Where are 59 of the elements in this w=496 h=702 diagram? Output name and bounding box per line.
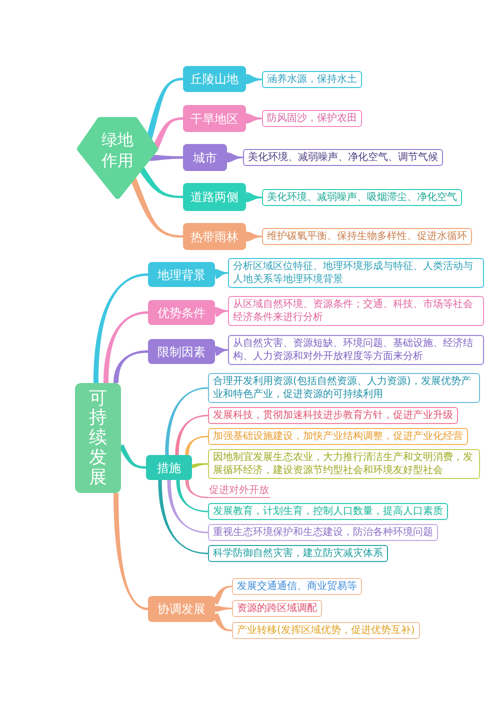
branch-connector	[118, 444, 146, 469]
detail-box: 加强基础设施建设，加快产业结构调整，促进产业化经营	[208, 428, 468, 445]
detail-box: 防风固沙，保护农田	[262, 110, 362, 127]
detail-box: 因地制宜发展生态农业，大力推行清洁生产和文明消费，发展循环经济，建设资源节约型社会和环境友好型社会	[208, 449, 480, 479]
topic-box: 热带雨林	[183, 223, 246, 250]
branch-connector	[152, 117, 183, 150]
detail-box: 产业转移(发挥区域优势，促进优势互补)	[232, 622, 420, 639]
branch-connector	[165, 387, 208, 455]
branch-connector	[212, 586, 232, 605]
detail-box: 合理开发利用资源(包括自然资源、人力资源)，发展优势产业和特色产业，促进资源的可持续利用	[208, 373, 480, 403]
topic-box: 措施	[146, 455, 192, 480]
topic-box: 优势条件	[148, 300, 215, 325]
branch-connector	[175, 414, 208, 455]
branch-connector	[185, 480, 208, 498]
topic-box: 协调发展	[148, 596, 215, 622]
hexagon-node: 绿地作用	[77, 117, 158, 199]
topic-box: 地理背景	[148, 262, 215, 287]
detail-box: 美化环境、减弱噪声、吸烟滞尘、净化空气	[262, 189, 462, 206]
detail-box: 资源的跨区域调配	[232, 600, 322, 617]
branch-connector	[167, 480, 208, 534]
branch-connector	[158, 480, 208, 554]
topic-box: 丘陵山地	[183, 66, 246, 92]
branch-connector	[130, 176, 183, 238]
branch-connector	[176, 480, 208, 512]
branch-connector	[114, 350, 148, 383]
detail-box: 从区域自然环境、资源条件；交通、科技、市场等社会经济条件来进行分析	[228, 296, 484, 326]
branch-connector	[212, 613, 232, 632]
detail-box: 美化环境、减弱噪声、净化空气、调节气候	[243, 149, 443, 166]
branch-connector	[94, 273, 148, 383]
branch-connector	[246, 192, 262, 202]
detail-box: 维护碳氧平衡、保持生物多样性、促进水循环	[262, 228, 472, 245]
branch-connector	[214, 269, 228, 280]
topic-box: 城市	[183, 144, 227, 171]
detail-box: 涵养水源，保持水土	[262, 71, 362, 88]
branch-connector	[104, 311, 148, 383]
detail-box: 发展科技，贯彻加速科技进步教育方针，促进产业升级	[208, 407, 458, 424]
detail-box: 分析区域区位特征、地理环境形成与特征、人类活动与人地关系等地理环境背景	[228, 258, 484, 288]
branch-connector	[138, 166, 183, 198]
branch-connector	[214, 307, 228, 318]
branch-connector	[214, 346, 228, 356]
branch-connector	[246, 114, 262, 124]
branch-connector	[214, 606, 232, 612]
detail-box: 科学防御自然灾害，建立防灾减灾体系	[208, 545, 388, 562]
branch-connector	[246, 232, 262, 242]
topic-box: 限制因素	[148, 339, 215, 364]
detail-box: 发展交通通信、商业贸易等	[232, 578, 362, 595]
detail-text: 促进对外开放	[208, 484, 270, 498]
branch-connector	[185, 436, 208, 455]
detail-box: 重视生态环境保护和生态建设，防治各种环境问题	[208, 524, 438, 541]
branch-connector	[114, 493, 148, 610]
topic-box: 干旱地区	[183, 105, 246, 132]
branch-connector	[146, 78, 183, 140]
detail-box: 发展教育，计划生育，控制人口数量，提高人口素质	[208, 503, 448, 520]
branch-connector	[191, 463, 208, 468]
central-topic-box: 可持续发展	[75, 383, 121, 493]
topic-box: 道路两侧	[183, 183, 246, 211]
branch-connector	[246, 74, 262, 84]
branch-connector	[227, 152, 243, 162]
detail-box: 从自然灾害、资源短缺、环境问题、基础设施、经济结构、人力资源和对外开放程度等方面来分析	[228, 335, 484, 365]
